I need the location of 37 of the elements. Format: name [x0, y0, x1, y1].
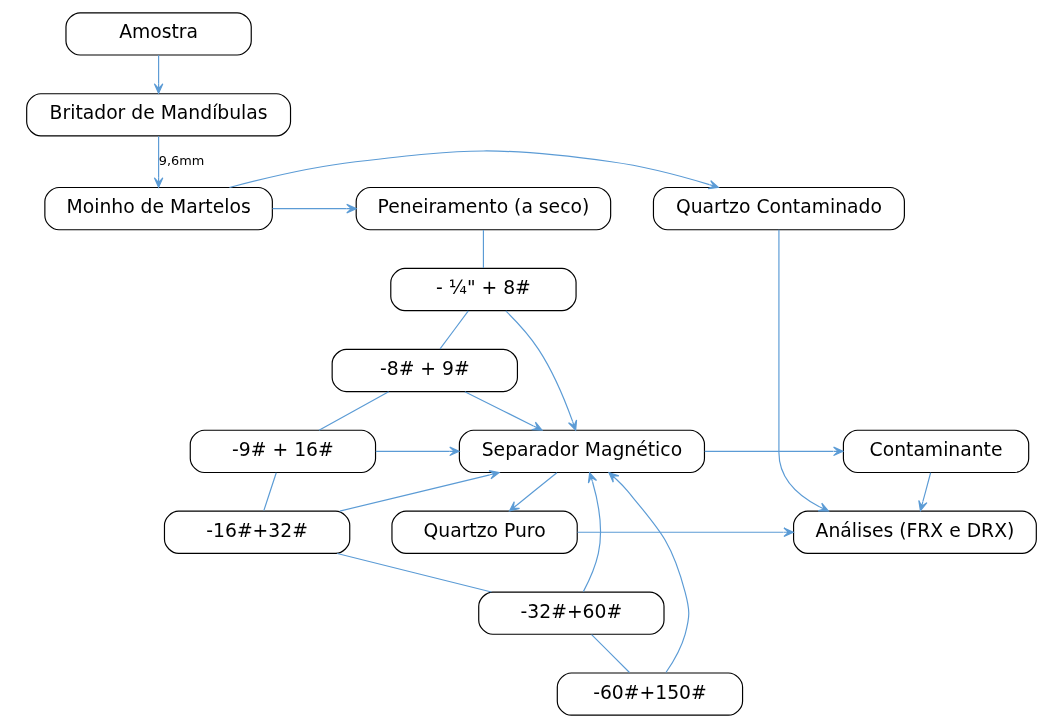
arrow — [464, 391, 543, 431]
arrow — [505, 310, 578, 431]
node-box: -60#+150# — [556, 672, 744, 716]
arrow — [704, 446, 844, 457]
connector — [318, 391, 390, 431]
node-box: -16#+32# — [163, 510, 351, 554]
node-box: -32#+60# — [478, 591, 665, 635]
arrow — [153, 135, 164, 188]
node-box: - ¼" + 8# — [390, 267, 577, 312]
connector — [591, 634, 631, 674]
node-box: -8# + 9# — [331, 348, 518, 393]
arrow — [778, 229, 829, 512]
connector — [336, 552, 492, 593]
node-box: Quartzo Puro — [391, 510, 578, 554]
node-box: Amostra — [65, 12, 252, 56]
edge-label: 9,6mm — [158, 153, 205, 169]
connector — [439, 310, 469, 350]
node-box: Contaminante — [842, 429, 1030, 474]
node-box: Moinho de Martelos — [44, 186, 273, 231]
arrow — [582, 472, 602, 593]
arrow — [918, 472, 932, 512]
node-box: Separador Magnético — [458, 429, 706, 474]
node-box: Peneiramento (a seco) — [355, 186, 612, 231]
node-box: Análises (FRX e DRX) — [793, 510, 1037, 554]
connector — [482, 229, 484, 269]
arrow — [576, 527, 794, 538]
node-box: Quartzo Contaminado — [652, 186, 905, 231]
arrow — [375, 446, 460, 457]
arrow — [608, 472, 690, 674]
arrow — [339, 470, 500, 512]
arrow — [271, 203, 357, 214]
node-box: -9# + 16# — [189, 429, 377, 474]
node-box: Britador de Mandíbulas — [26, 93, 292, 137]
arrow — [228, 150, 720, 190]
arrow — [509, 472, 558, 512]
arrow — [153, 54, 164, 94]
connector — [263, 472, 277, 512]
